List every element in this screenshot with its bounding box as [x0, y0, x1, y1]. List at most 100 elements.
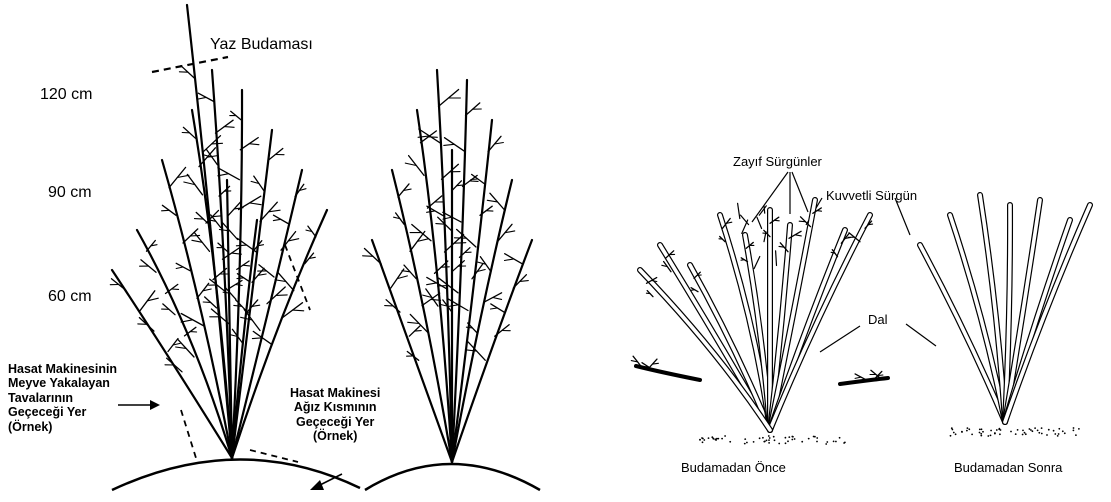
before-bush-cane-twig: [868, 224, 872, 225]
middle-bush-cane-twig: [444, 144, 455, 145]
ground-speckle: [816, 441, 818, 443]
left-bush-cane-twig: [176, 267, 183, 269]
ground-speckle: [1058, 428, 1060, 430]
ground-speckle: [1075, 434, 1077, 436]
ground-speckle: [768, 435, 770, 437]
ground-speckle: [968, 428, 970, 430]
ground-speckle: [1064, 432, 1066, 434]
before-pruning-caption: Budamadan Önce: [681, 461, 786, 476]
ground-speckle: [1010, 431, 1012, 433]
ground-speckle: [994, 433, 996, 435]
branch-label: Dal: [868, 313, 888, 328]
catcher-pan-label: Hasat Makinesinin Meyve Yakalayan Tavala…: [8, 362, 117, 434]
left-bush-cane-twig: [293, 310, 304, 311]
left-bush-cane-twig: [276, 295, 287, 296]
after-pruning-caption: Budamadan Sonra: [954, 461, 1062, 476]
ground-mound-middle: [365, 464, 540, 490]
ground-speckle: [825, 443, 827, 445]
before-bush-cane-twig: [795, 235, 801, 236]
weak-shoot-twig: [757, 217, 762, 228]
before-bush-cane-twig: [774, 220, 779, 221]
ground-speckle: [724, 435, 726, 437]
weak-shoot-twig: [738, 203, 740, 218]
ground-speckle: [1041, 427, 1043, 429]
ground-speckle: [1032, 430, 1034, 432]
ground-speckle: [759, 437, 761, 439]
ground-speckle: [753, 441, 755, 443]
ground-speckle: [808, 438, 810, 440]
ground-speckle: [744, 443, 746, 445]
ground-speckle: [999, 433, 1001, 435]
middle-bush-cane-twig: [448, 305, 458, 307]
ground-speckle: [721, 438, 723, 440]
ground-speckle: [1054, 433, 1056, 435]
summer-pruning-cut-line: [152, 57, 228, 72]
ground-speckle: [979, 429, 981, 431]
ground-speckle: [762, 437, 764, 439]
before-bush-cane-twig: [799, 221, 805, 222]
ground-speckle: [788, 436, 790, 438]
ground-speckle: [950, 435, 952, 437]
ground-speckle: [1046, 434, 1048, 436]
ground-speckle: [955, 433, 957, 435]
middle-bush-cane-twig: [491, 308, 498, 309]
ground-speckle: [1024, 432, 1026, 434]
ground-speckle: [1034, 427, 1036, 429]
middle-bush-cane-twig: [415, 331, 422, 332]
before-bush-cane-twig: [741, 260, 744, 261]
middle-bush-cane-twig: [471, 179, 478, 180]
ground-speckle: [971, 434, 973, 436]
ground-speckle: [791, 439, 793, 441]
weak-shoot-twig: [776, 251, 777, 266]
ground-speckle: [1078, 428, 1080, 430]
ground-speckle: [998, 428, 1000, 430]
middle-bush-cane-twig: [470, 181, 478, 182]
left-bush-cane-twig: [243, 265, 250, 266]
left-bush-cane-twig: [212, 143, 223, 144]
ground-speckle: [1022, 434, 1024, 436]
middle-bush-cane-twig: [505, 259, 514, 261]
ground-speckle: [1025, 433, 1027, 435]
middle-bush-cane-twig: [427, 283, 437, 285]
ground-speckle: [996, 429, 998, 431]
ground-mound-left: [112, 459, 360, 490]
ground-speckle: [787, 440, 789, 442]
ground-speckle: [729, 441, 731, 443]
left-bush-cane-twig: [162, 210, 170, 211]
ground-speckle: [990, 435, 992, 437]
ground-speckle: [980, 435, 982, 437]
ground-speckle: [1053, 430, 1055, 432]
before-bush-low-shoot: [636, 366, 700, 380]
ground-speckle: [967, 427, 969, 429]
left-bush-cane-twig: [198, 97, 206, 99]
ground-speckle: [744, 438, 746, 440]
ground-speckle: [746, 442, 748, 444]
ground-speckle: [1037, 430, 1039, 432]
middle-bush-cane: [437, 70, 452, 462]
ground-speckle: [981, 428, 983, 430]
ground-speckle: [794, 438, 796, 440]
left-bush-cane-twig: [236, 285, 243, 286]
ground-speckle: [953, 432, 955, 434]
left-bush-cane-twig: [224, 127, 234, 128]
ground-speckle: [1058, 433, 1060, 435]
ground-speckle: [769, 437, 771, 439]
ground-speckle: [844, 442, 846, 444]
middle-bush-cane-twig: [427, 211, 435, 212]
ground-speckle: [966, 430, 968, 432]
ground-speckle: [1073, 427, 1075, 429]
harvester-mouth-arrow: [310, 474, 342, 490]
strong-shoot-label: Kuvvetli Sürgün: [826, 189, 917, 204]
middle-bush-cane: [392, 170, 452, 462]
ground-speckle: [801, 441, 803, 443]
middle-bush-cane-twig: [493, 298, 502, 300]
ground-speckle: [839, 437, 841, 439]
left-bush-cane-twig: [237, 278, 244, 279]
ground-speckle: [1057, 435, 1059, 437]
left-bush-cane-twig: [190, 235, 199, 236]
ground-speckle: [699, 439, 701, 441]
ground-speckle: [961, 431, 963, 433]
middle-bush-cane-twig: [457, 185, 463, 186]
harvester-mouth-label: Hasat Makinesi Ağız Kısmının Geçeceği Ye…: [290, 386, 380, 444]
